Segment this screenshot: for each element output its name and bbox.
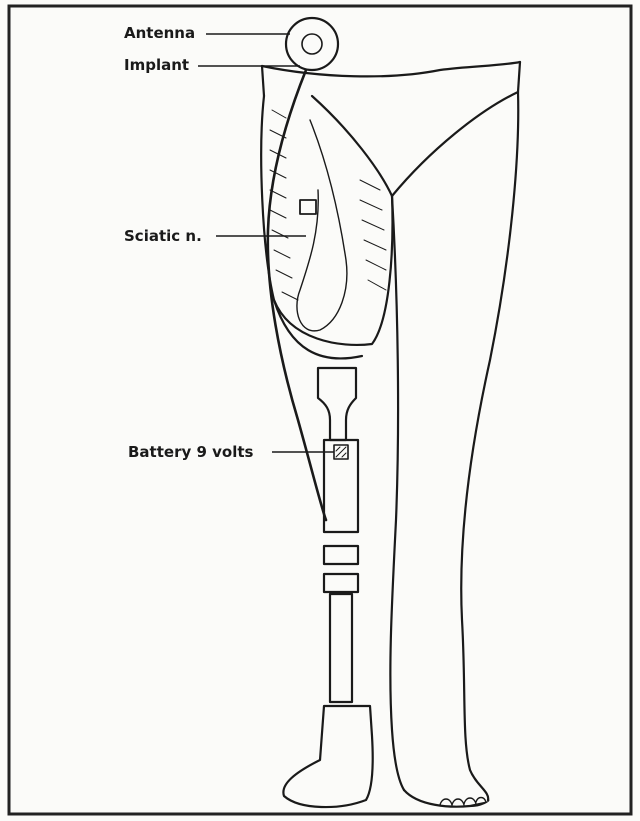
leg-inner — [390, 196, 404, 790]
hip-left — [518, 62, 520, 92]
hip-right — [262, 66, 264, 96]
figure-frame — [9, 6, 631, 814]
knee-collar-2 — [324, 574, 358, 592]
socket-cup — [274, 300, 362, 358]
leg-outer — [461, 92, 518, 800]
battery-label: Battery 9 volts — [128, 443, 254, 461]
stump-bone — [297, 120, 347, 331]
pylon-body — [324, 440, 358, 532]
shank-tube — [330, 594, 352, 702]
antenna-label: Antenna — [124, 24, 195, 42]
waistline — [262, 62, 520, 76]
battery-hatch — [336, 447, 346, 457]
implant-label: Implant — [124, 56, 189, 74]
pylon-upper — [318, 368, 356, 440]
stump-hatch — [270, 110, 386, 300]
prosthetic-foot — [283, 706, 372, 807]
electrode-block — [300, 200, 316, 214]
knee-collar-1 — [324, 546, 358, 564]
sciatic-nerve-label: Sciatic n. — [124, 227, 202, 245]
groin-fold — [312, 92, 518, 196]
implant-antenna-coil — [286, 18, 338, 70]
stump-outline — [261, 96, 392, 345]
implant-receiver — [302, 34, 322, 54]
